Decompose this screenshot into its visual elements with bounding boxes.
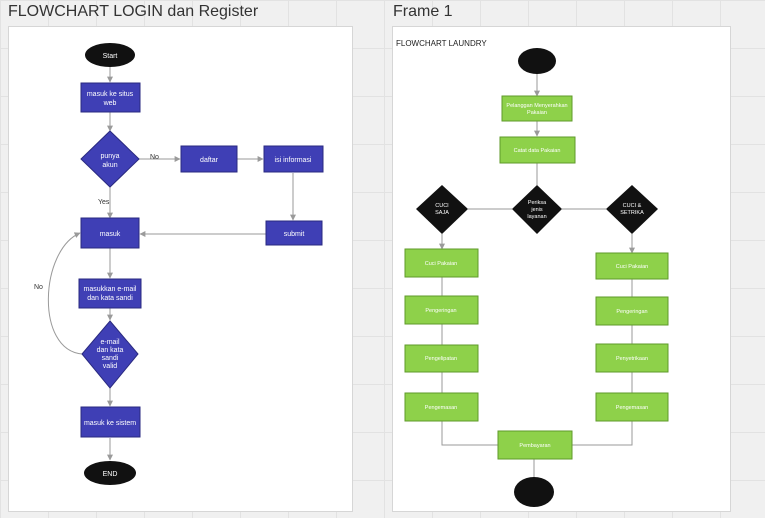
laundry-deliver-label-1: Pelanggan Menyerahkan <box>506 103 567 109</box>
login-visit-site-label-1: masuk ke situs <box>87 91 134 98</box>
login-frame[interactable] <box>8 26 353 512</box>
login-visit-site-label-2: web <box>103 100 117 107</box>
laundry-right-step-1[interactable] <box>595 252 669 280</box>
login-end-terminal[interactable] <box>84 461 136 485</box>
laundry-check-label-1: Periksa <box>528 200 547 206</box>
laundry-right-step-3[interactable] <box>595 343 669 373</box>
login-has-account-label-2: akun <box>102 162 117 169</box>
laundry-deliver-process[interactable] <box>501 95 573 122</box>
laundry-right-step-4-label: Pengemasan <box>616 405 648 411</box>
laundry-left-step-2-label: Pengeringan <box>425 308 456 314</box>
laundry-left-step-1[interactable] <box>404 248 479 278</box>
login-edge-no-label: No <box>150 154 159 161</box>
laundry-check-label-2: jenis <box>530 207 543 213</box>
login-edge-yes-label: Yes <box>98 199 110 206</box>
laundry-nodes <box>404 48 669 507</box>
laundry-left-step-1-label: Cuci Pakaian <box>425 261 457 267</box>
login-edge-no-loop-label: No <box>34 284 43 291</box>
login-frame-title[interactable]: FLOWCHART LOGIN dan Register <box>8 3 259 20</box>
laundry-right-step-3-label: Penyetrikaan <box>616 356 648 362</box>
laundry-wash-only-label-2: SAJA <box>435 210 449 216</box>
login-enter-credentials-process[interactable] <box>78 278 142 309</box>
laundry-right-step-2-label: Pengeringan <box>616 309 647 315</box>
laundry-frame-label: FLOWCHART LAUNDRY <box>396 39 487 48</box>
login-valid-label-4: valid <box>103 363 118 370</box>
laundry-payment-process[interactable] <box>497 430 573 460</box>
login-enter-system-process[interactable] <box>80 406 141 438</box>
login-fill-info-process[interactable] <box>263 145 324 173</box>
laundry-check-decision[interactable] <box>512 185 562 234</box>
login-register-label: daftar <box>200 157 219 164</box>
login-login-label: masuk <box>100 231 121 238</box>
login-enter-credentials-label-1: masukkan e-mail <box>84 286 137 293</box>
login-valid-label-2: dan kata <box>97 347 124 354</box>
laundry-wash-only-label-1: CUCI <box>435 203 449 209</box>
laundry-left-step-3[interactable] <box>404 344 479 373</box>
login-start-terminal[interactable] <box>85 43 135 67</box>
laundry-left-step-4-label: Pengemasan <box>425 405 457 411</box>
laundry-check-label-3: layanan <box>527 214 546 220</box>
login-edges <box>47 67 296 461</box>
login-has-account-label-1: punya <box>100 153 119 160</box>
laundry-payment-label: Pembayaran <box>519 443 550 449</box>
laundry-right-step-1-label: Cuci Pakaian <box>616 264 648 270</box>
laundry-edges <box>439 74 635 477</box>
login-fill-info-label: isi informasi <box>275 157 312 164</box>
login-enter-credentials-label-2: dan kata sandi <box>87 295 133 302</box>
edge-l-right-to-payment <box>572 421 633 446</box>
login-valid-label-1: e-mail <box>100 339 120 346</box>
login-enter-system-label: masuk ke sistem <box>84 420 136 427</box>
laundry-end-terminal[interactable] <box>514 477 554 507</box>
edge-l-left-to-payment <box>441 421 498 446</box>
laundry-frame-title[interactable]: Frame 1 <box>393 3 453 20</box>
laundry-record-process[interactable] <box>499 136 576 164</box>
login-nodes <box>78 43 324 485</box>
laundry-left-step-2[interactable] <box>404 295 479 325</box>
laundry-left-step-4[interactable] <box>404 392 479 422</box>
login-visit-site-process[interactable] <box>80 82 141 113</box>
login-register-process[interactable] <box>180 145 238 173</box>
login-credentials-valid-decision[interactable] <box>81 320 139 389</box>
laundry-wash-iron-label-2: SETRIKA <box>620 210 644 216</box>
login-login-process[interactable] <box>80 217 140 249</box>
laundry-record-label: Catat data Pakaian <box>514 148 561 154</box>
login-end-label: END <box>103 471 118 478</box>
laundry-wash-only-decision[interactable] <box>416 185 468 234</box>
login-has-account-decision[interactable] <box>80 130 140 188</box>
login-submit-process[interactable] <box>265 220 323 246</box>
login-valid-label-3: sandi <box>102 355 119 362</box>
edge-invalid-loop-to-login <box>47 232 83 355</box>
laundry-left-step-3-label: Pengelipatan <box>425 356 457 362</box>
laundry-wash-iron-label-1: CUCI & <box>623 203 642 209</box>
laundry-deliver-label-2: Pakaian <box>527 110 547 116</box>
laundry-wash-iron-decision[interactable] <box>606 185 658 234</box>
laundry-right-step-4[interactable] <box>595 392 669 422</box>
laundry-right-step-2[interactable] <box>595 296 669 326</box>
laundry-start-terminal[interactable] <box>518 48 556 74</box>
login-submit-label: submit <box>284 231 305 238</box>
login-start-label: Start <box>103 53 118 60</box>
